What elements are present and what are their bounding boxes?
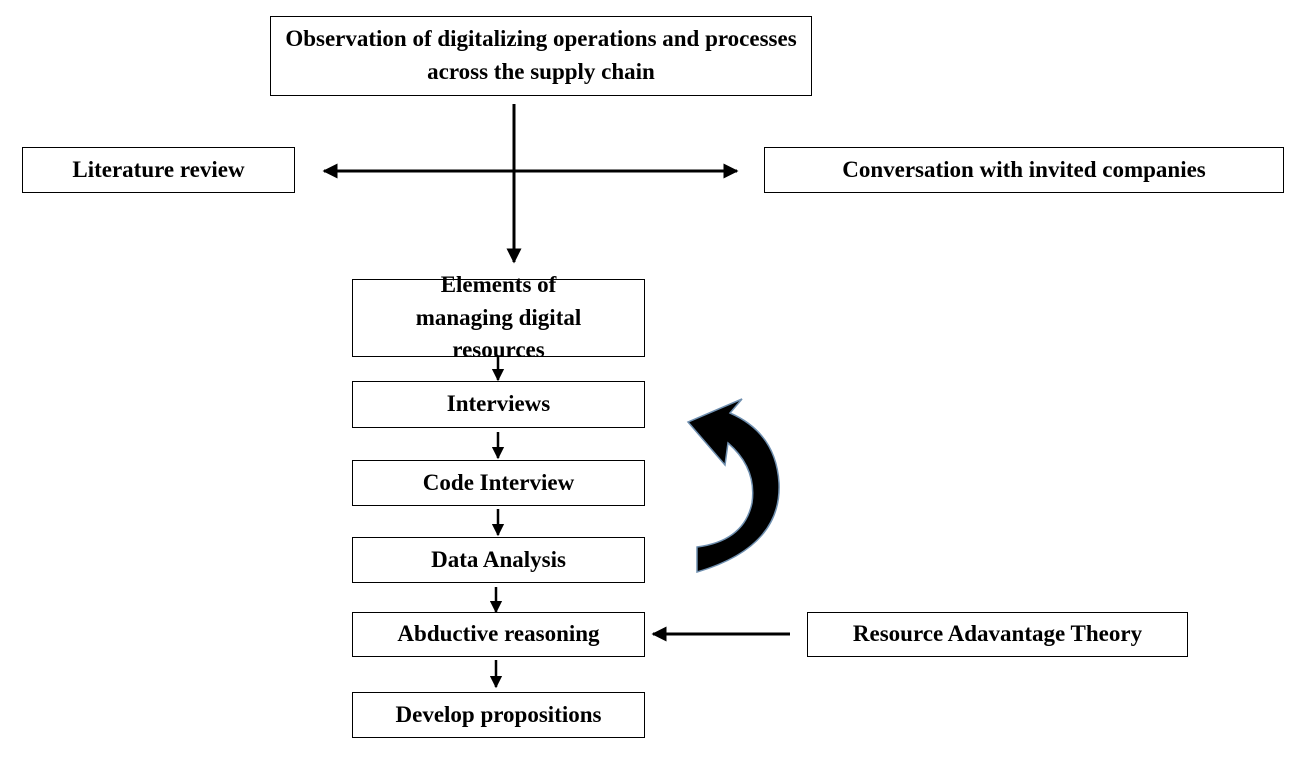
data-analysis-label: Data Analysis [431, 546, 566, 572]
conversation-label: Conversation with invited companies [842, 156, 1206, 182]
elements-box: Elements of managing digital resources [352, 272, 645, 362]
develop-propositions-box: Develop propositions [352, 692, 645, 738]
literature-review-label: Literature review [72, 156, 245, 182]
interviews-box: Interviews [352, 381, 645, 428]
resource-theory-label: Resource Adavantage Theory [852, 621, 1143, 647]
literature-review-box: Literature review [22, 147, 295, 193]
abductive-reasoning-label: Abductive reasoning [397, 621, 600, 647]
observation-box: Observation of digitalizing operations a… [270, 16, 812, 96]
elements-label: Elements of managing digital resources [415, 272, 582, 363]
interviews-label: Interviews [446, 391, 551, 417]
observation-label: Observation of digitalizing operations a… [285, 26, 797, 84]
abductive-reasoning-box: Abductive reasoning [352, 612, 645, 657]
loop-arrow-icon [686, 398, 780, 574]
code-interview-box: Code Interview [352, 460, 645, 506]
conversation-box: Conversation with invited companies [764, 147, 1284, 193]
resource-theory-box: Resource Adavantage Theory [807, 612, 1188, 657]
data-analysis-box: Data Analysis [352, 537, 645, 583]
develop-propositions-label: Develop propositions [395, 701, 602, 727]
code-interview-label: Code Interview [422, 469, 575, 495]
